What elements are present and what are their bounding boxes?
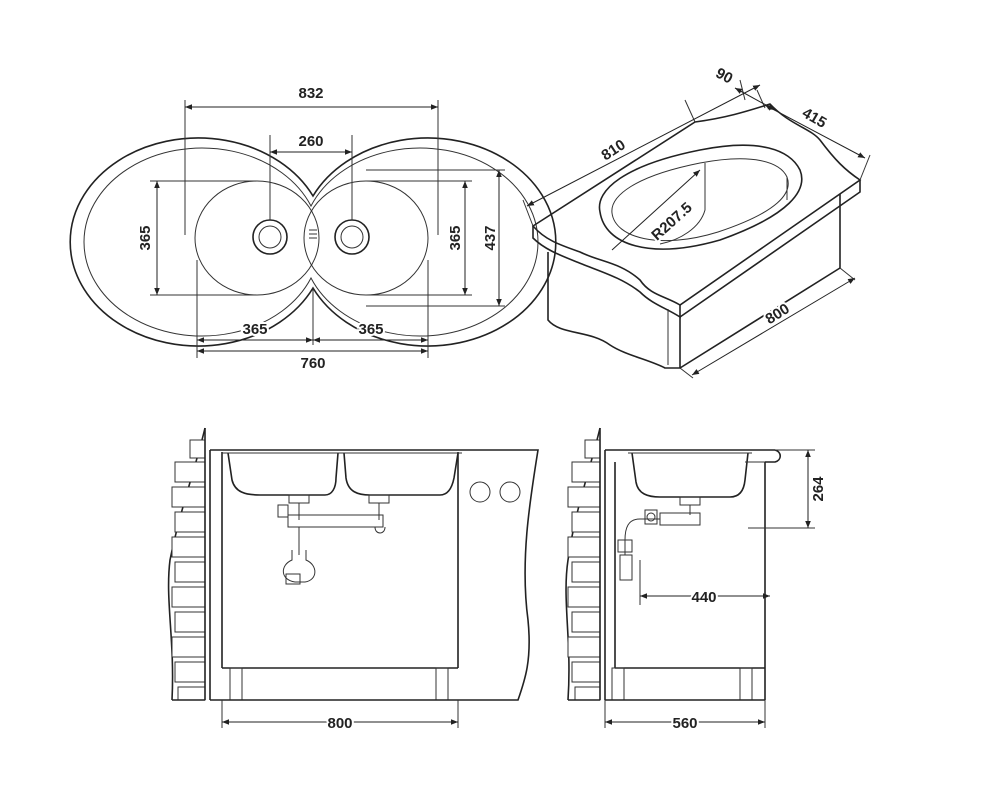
- countertop-top: [531, 103, 862, 306]
- dim-800-front: 800: [327, 715, 352, 732]
- brick-wall-front: [167, 427, 206, 701]
- dim-365-left-vertical: 365: [137, 225, 154, 250]
- overflow-slot: [309, 229, 317, 239]
- left-bowl: [194, 180, 320, 296]
- front-view: 800: [167, 427, 539, 734]
- brick-wall-side: [565, 427, 601, 701]
- front-foot-left: [229, 667, 243, 701]
- side-bowl: [631, 452, 749, 498]
- dim-90: 90: [713, 65, 736, 88]
- right-bowl: [303, 180, 429, 296]
- side-foot-right: [739, 667, 753, 701]
- dim-437: 437: [482, 225, 499, 250]
- right-drain: [334, 219, 370, 255]
- dim-810: 810: [598, 136, 628, 164]
- side-foot-left: [611, 667, 625, 701]
- iso-cabinet: [547, 252, 681, 369]
- front-plumbing: [277, 494, 390, 585]
- socket-left: [469, 481, 491, 503]
- front-bowl-left: [227, 452, 339, 496]
- dim-560: 560: [672, 715, 697, 732]
- dim-365-right-horizontal: 365: [358, 321, 383, 338]
- dim-440: 440: [691, 589, 716, 606]
- socket-right: [499, 481, 521, 503]
- isometric-view: 90 810 415 R207.5 800: [522, 63, 871, 379]
- dim-832: 832: [298, 85, 323, 102]
- side-view: 264 440 560: [565, 427, 829, 734]
- dim-264: 264: [810, 476, 827, 502]
- left-drain: [252, 219, 288, 255]
- side-plumbing: [617, 496, 701, 581]
- dim-365-right-vertical: 365: [447, 225, 464, 250]
- dim-365-left-horizontal: 365: [242, 321, 267, 338]
- top-view: 832 260 365 365 437 365 365 760: [69, 83, 557, 374]
- dim-r207-5: R207.5: [648, 199, 695, 244]
- dim-800-iso: 800: [762, 300, 792, 328]
- front-bowl-right: [343, 452, 459, 496]
- front-foot-right: [435, 667, 449, 701]
- dim-260: 260: [298, 133, 323, 150]
- dim-760: 760: [300, 355, 325, 372]
